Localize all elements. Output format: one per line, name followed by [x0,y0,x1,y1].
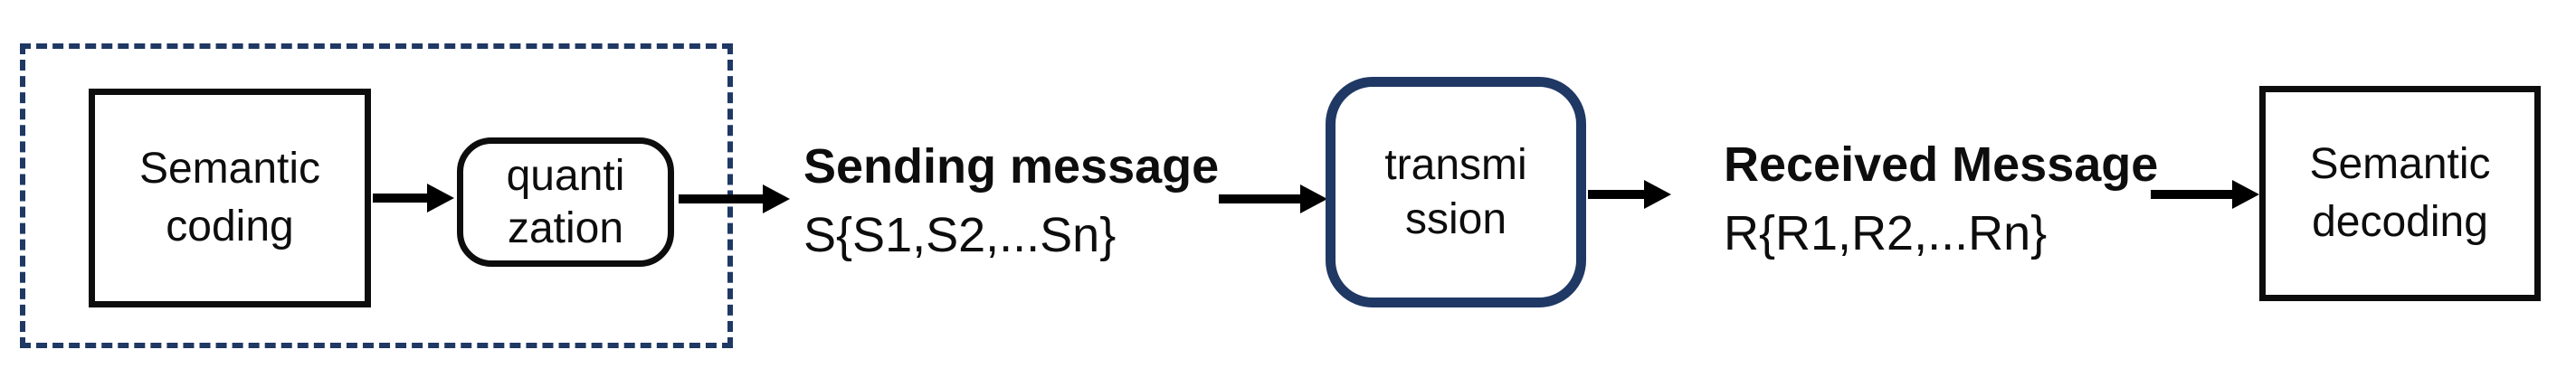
arrow-shaft [373,194,427,203]
arrow-sending-message-to-transmission [1219,184,1327,213]
semantic-decoding-label-line2: decoding [2312,198,2488,246]
semantic-coding-node: Semantic coding [89,89,371,307]
arrow-head [1300,184,1327,213]
arrow-quantization-to-sending-message [679,184,790,213]
arrow-shaft [1588,190,1644,199]
semantic-coding-label-line1: Semantic [138,145,321,193]
quantization-label-line2: zation [507,203,624,252]
arrow-shaft [1219,194,1300,203]
quantization-label-line1: quanti [506,151,625,200]
transmission-node: transmi ssion [1326,77,1586,307]
arrow-head [1644,180,1671,209]
quantization-node: quanti zation [457,137,674,267]
transmission-label-line2: ssion [1404,194,1507,243]
arrow-head [763,184,790,213]
received-message-title: Received Message [1724,137,2159,192]
arrow-transmission-to-received-message [1588,180,1671,209]
arrow-head [427,184,454,213]
arrow-shaft [679,194,763,203]
semantic-coding-label-line2: coding [166,203,294,250]
received-message-value: R{R1,R2,...Rn} [1724,206,2048,260]
semantic-decoding-label-line1: Semantic [2309,140,2491,188]
sending-message-label: Sending message S{S1,S2,...Sn} [803,132,1219,269]
transmission-label-line1: transmi [1384,140,1527,189]
arrow-head [2232,180,2259,209]
semantic-decoding-node: Semantic decoding [2259,86,2541,301]
arrow-coding-to-quantization [373,184,454,213]
received-message-label: Received Message R{R1,R2,...Rn} [1724,130,2158,268]
sending-message-title: Sending message [803,139,1220,194]
arrow-shaft [2151,190,2232,199]
arrow-received-message-to-decoding [2151,180,2259,209]
sending-message-value: S{S1,S2,...Sn} [803,208,1117,262]
